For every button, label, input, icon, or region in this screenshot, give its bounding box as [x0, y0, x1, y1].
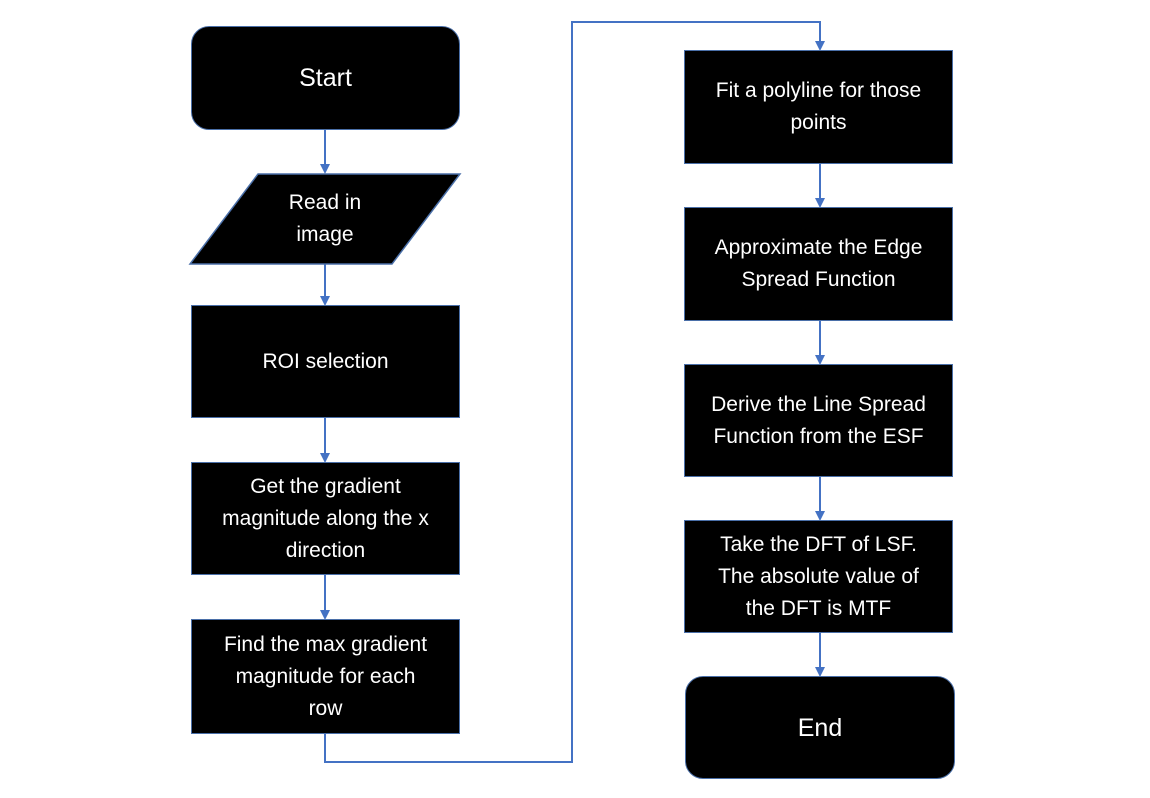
end-node: End — [685, 676, 955, 779]
fit-polyline-label: Fit a polyline for those points — [715, 79, 922, 134]
roi-selection-node: ROI selection — [191, 305, 460, 418]
max-gradient-node: Find the max gradient magnitude for each… — [191, 619, 460, 734]
arrow-max-to-polyline — [324, 21, 825, 763]
esf-node: Approximate the Edge Spread Function — [684, 207, 953, 321]
fit-polyline-node: Fit a polyline for those points — [684, 50, 953, 164]
end-label: End — [797, 713, 843, 742]
roi-selection-label: ROI selection — [262, 349, 389, 373]
read-image-node — [188, 173, 462, 265]
lsf-label: Derive the Line Spread Function from the… — [711, 392, 926, 448]
start-label: Start — [299, 64, 352, 92]
dft-node: Take the DFT of LSF. The absolute value … — [684, 520, 953, 633]
gradient-label: Get the gradient magnitude along the x d… — [222, 474, 429, 562]
lsf-node: Derive the Line Spread Function from the… — [684, 364, 953, 477]
read-image-label: Read in image — [288, 191, 362, 246]
max-gradient-label: Find the max gradient magnitude for each… — [223, 632, 428, 720]
dft-label: Take the DFT of LSF. The absolute value … — [718, 532, 919, 620]
esf-label: Approximate the Edge Spread Function — [714, 236, 923, 291]
gradient-node: Get the gradient magnitude along the x d… — [191, 462, 460, 575]
start-node: Start — [191, 26, 460, 130]
